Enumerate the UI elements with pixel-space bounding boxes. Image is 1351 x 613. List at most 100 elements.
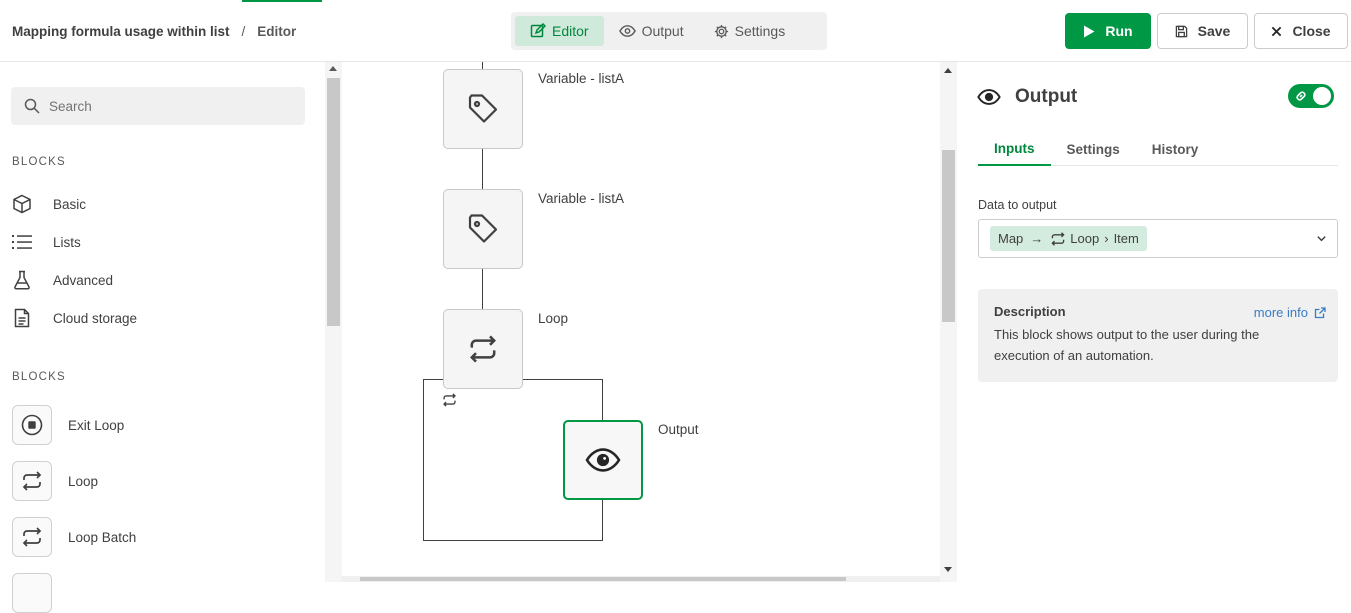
panel-title: Output (977, 84, 1077, 110)
tab-editor-label: Editor (552, 23, 589, 39)
close-icon (1272, 26, 1282, 36)
sidebar-scrollbar[interactable] (325, 62, 342, 582)
run-button[interactable]: Run (1065, 13, 1151, 49)
tab-settings[interactable]: Settings (699, 16, 801, 46)
node-variable-lista-2[interactable] (443, 189, 523, 269)
mapping-chip[interactable]: Map → Loop › Item (990, 226, 1147, 251)
block-exit-loop[interactable]: Exit Loop (12, 405, 124, 445)
block-tile (12, 461, 52, 501)
accent-line (242, 0, 322, 2)
arrow-right-icon: → (1030, 231, 1044, 246)
section-title-blocks: BLOCKS (12, 371, 66, 383)
list-icon (12, 232, 32, 252)
close-button[interactable]: Close (1254, 13, 1348, 49)
block-partial[interactable] (12, 573, 68, 613)
scroll-up-arrow[interactable] (944, 68, 952, 73)
scroll-up-arrow[interactable] (329, 66, 337, 71)
category-basic[interactable]: Basic (12, 192, 86, 216)
section-title-categories: BLOCKS (12, 156, 66, 168)
close-button-label: Close (1292, 23, 1331, 39)
chip-map: Map (998, 231, 1024, 246)
search-icon (24, 98, 40, 114)
category-lists[interactable]: Lists (12, 230, 81, 254)
save-button[interactable]: Save (1157, 13, 1248, 49)
scroll-thumb[interactable] (360, 577, 846, 581)
view-switcher: Editor Output Settings (511, 12, 827, 50)
gear-icon (714, 24, 728, 38)
block-config-panel: Output Inputs Settings History Data to o… (957, 62, 1351, 582)
block-tile (12, 405, 52, 445)
panel-tabs: Inputs Settings History (978, 132, 1338, 166)
play-icon (1084, 25, 1095, 37)
scroll-thumb[interactable] (327, 78, 340, 326)
stop-circle-icon (21, 414, 43, 436)
node-label: Output (658, 422, 699, 437)
breadcrumb-separator: / (241, 23, 246, 39)
breadcrumb: Mapping formula usage within list / Edit… (12, 0, 296, 62)
block-loop-label: Loop (68, 473, 99, 489)
description-box: Description more info This block shows o… (978, 289, 1338, 382)
scroll-down-arrow[interactable] (944, 567, 952, 572)
eye-icon (977, 89, 1001, 105)
node-output[interactable] (563, 420, 643, 500)
block-exit-loop-label: Exit Loop (68, 417, 125, 433)
scroll-thumb[interactable] (942, 150, 955, 322)
node-variable-lista-1[interactable] (443, 69, 523, 149)
category-advanced[interactable]: Advanced (12, 268, 113, 292)
document-icon (12, 308, 32, 328)
cube-icon (12, 194, 32, 214)
tab-history[interactable]: History (1151, 141, 1199, 157)
category-advanced-label: Advanced (53, 272, 114, 288)
tab-inputs[interactable]: Inputs (978, 132, 1051, 166)
canvas-vertical-scrollbar[interactable] (940, 62, 957, 582)
blocks-sidebar: BLOCKS Basic Lists Advanced Cloud storag… (0, 62, 325, 613)
category-basic-label: Basic (53, 196, 87, 212)
node-label: Variable - listA (538, 191, 625, 206)
tag-icon (468, 94, 498, 123)
tab-output[interactable]: Output (604, 16, 699, 46)
loop-icon (1050, 231, 1066, 246)
tab-panel-settings[interactable]: Settings (1066, 141, 1120, 157)
tab-output-label: Output (641, 23, 684, 39)
category-cloud-storage-label: Cloud storage (53, 310, 138, 326)
block-loop-batch-label: Loop Batch (68, 529, 137, 545)
node-label: Variable - listA (538, 71, 625, 86)
connector (602, 499, 603, 541)
flow-canvas[interactable]: Variable - listA Variable - listA Loop O… (342, 62, 940, 578)
search-input[interactable] (49, 98, 279, 114)
tag-icon (468, 214, 498, 243)
block-loop-batch[interactable]: Loop Batch (12, 517, 136, 557)
save-button-label: Save (1197, 23, 1231, 39)
save-icon (1175, 25, 1187, 37)
enabled-toggle[interactable] (1288, 84, 1334, 108)
description-title: Description (994, 304, 1066, 319)
loop-icon (22, 471, 42, 491)
edit-icon (530, 23, 546, 38)
flask-icon (12, 270, 32, 290)
chip-item: Item (1113, 231, 1139, 246)
category-cloud-storage[interactable]: Cloud storage (12, 306, 137, 330)
breadcrumb-app-name[interactable]: Mapping formula usage within list (12, 23, 230, 39)
node-label: Loop (538, 311, 569, 326)
tab-editor[interactable]: Editor (515, 16, 604, 46)
block-tile (12, 573, 52, 613)
search-box[interactable] (11, 87, 305, 125)
chip-loop: Loop (1070, 231, 1100, 246)
canvas-horizontal-scrollbar[interactable] (342, 576, 940, 582)
top-bar: Mapping formula usage within list / Edit… (0, 0, 1351, 62)
more-info-label: more info (1253, 305, 1308, 320)
data-to-output-label: Data to output (978, 198, 1057, 212)
more-info-link[interactable]: more info (1254, 305, 1326, 320)
chevron-down-icon[interactable] (1316, 233, 1327, 244)
panel-title-text: Output (1015, 86, 1078, 107)
run-button-label: Run (1105, 23, 1133, 39)
node-loop[interactable] (443, 309, 523, 389)
link-icon (1296, 91, 1306, 101)
category-lists-label: Lists (53, 234, 81, 250)
block-loop[interactable]: Loop (12, 461, 98, 501)
description-text: This block shows output to the user duri… (994, 327, 1260, 363)
connector (482, 148, 483, 189)
connector (482, 268, 483, 309)
data-to-output-field[interactable]: Map → Loop › Item (978, 219, 1338, 258)
toggle-knob (1313, 87, 1331, 105)
